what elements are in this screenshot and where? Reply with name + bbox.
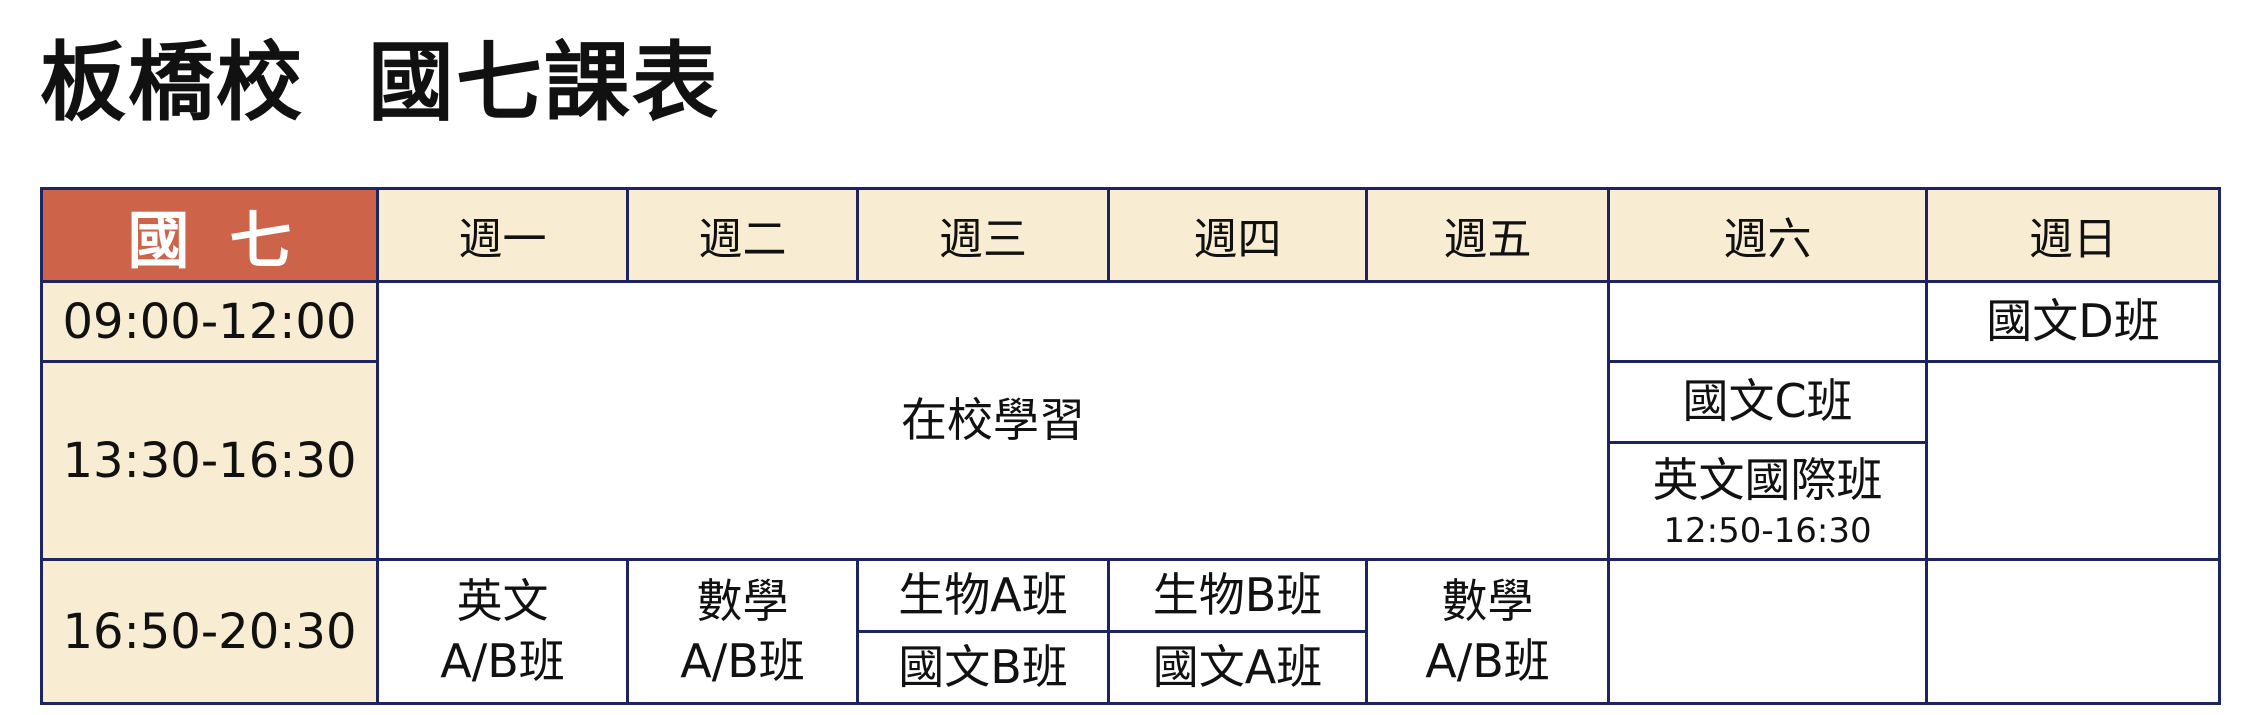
day-header-wed: 週三 <box>856 187 1110 283</box>
day-header-thu: 週四 <box>1107 187 1368 283</box>
header-row: 國七 週一 週二 週三 週四 週五 週六 週日 <box>40 187 2221 283</box>
evening-row-2: 國文B班 國文A班 <box>42 630 2220 705</box>
afternoon-row-1: 13:30-16:30 國文C班 <box>40 360 2221 561</box>
tue-evening-line1: 數學 <box>696 573 789 628</box>
time-slot-afternoon: 13:30-16:30 <box>40 360 379 561</box>
sat-morning-cell <box>1607 280 1928 363</box>
tue-evening-line2: A/B班 <box>680 633 805 688</box>
evening-row-1: 16:50-20:30 英文 A/B班 數學 A/B班 生物A班 生物B班 數學… <box>40 558 2221 705</box>
wed-evening-class-top: 生物A班 <box>856 558 1110 633</box>
afternoon-row-2: 英文國際班 12:50-16:30 <box>42 441 2220 561</box>
thu-evening-class-bottom: 國文A班 <box>1107 630 1368 705</box>
sun-afternoon-cell <box>1925 360 2221 561</box>
fri-evening-class: 數學 A/B班 <box>1365 558 1610 705</box>
mon-evening-class: 英文 A/B班 <box>376 558 629 705</box>
time-slot-morning: 09:00-12:00 <box>40 280 379 363</box>
day-header-fri: 週五 <box>1365 187 1610 283</box>
thu-evening-class-top: 生物B班 <box>1107 558 1368 633</box>
sat-afternoon-class-2-time: 12:50-16:30 <box>1663 510 1872 551</box>
sat-afternoon-class-2-label: 英文國際班 <box>1652 452 1883 507</box>
sat-afternoon-class-1: 國文C班 <box>1607 360 1928 444</box>
page-title: 板橋校 國七課表 <box>40 33 720 133</box>
fri-evening-line1: 數學 <box>1441 573 1534 628</box>
mon-evening-line2: A/B班 <box>440 633 565 688</box>
day-header-mon: 週一 <box>376 187 629 283</box>
wed-evening-class-bottom: 國文B班 <box>856 630 1110 705</box>
day-header-tue: 週二 <box>626 187 859 283</box>
sat-evening-cell <box>1607 558 1928 705</box>
tue-evening-class: 數學 A/B班 <box>626 558 859 705</box>
grade-label: 國七 <box>40 187 379 283</box>
day-header-sat: 週六 <box>1607 187 1928 283</box>
day-header-sun: 週日 <box>1925 187 2221 283</box>
sat-afternoon-class-2: 英文國際班 12:50-16:30 <box>1607 441 1928 561</box>
morning-row: 09:00-12:00 在校學習 國文D班 <box>40 280 2221 561</box>
sun-evening-cell <box>1925 558 2221 705</box>
sun-morning-class: 國文D班 <box>1925 280 2221 363</box>
fri-evening-line2: A/B班 <box>1425 633 1550 688</box>
mon-evening-line1: 英文 <box>456 573 549 628</box>
schedule-table: 國七 週一 週二 週三 週四 週五 週六 週日 09:00-12:00 在校學習… <box>40 187 2221 705</box>
time-slot-evening: 16:50-20:30 <box>40 558 379 705</box>
school-study-block: 在校學習 <box>376 280 1610 561</box>
